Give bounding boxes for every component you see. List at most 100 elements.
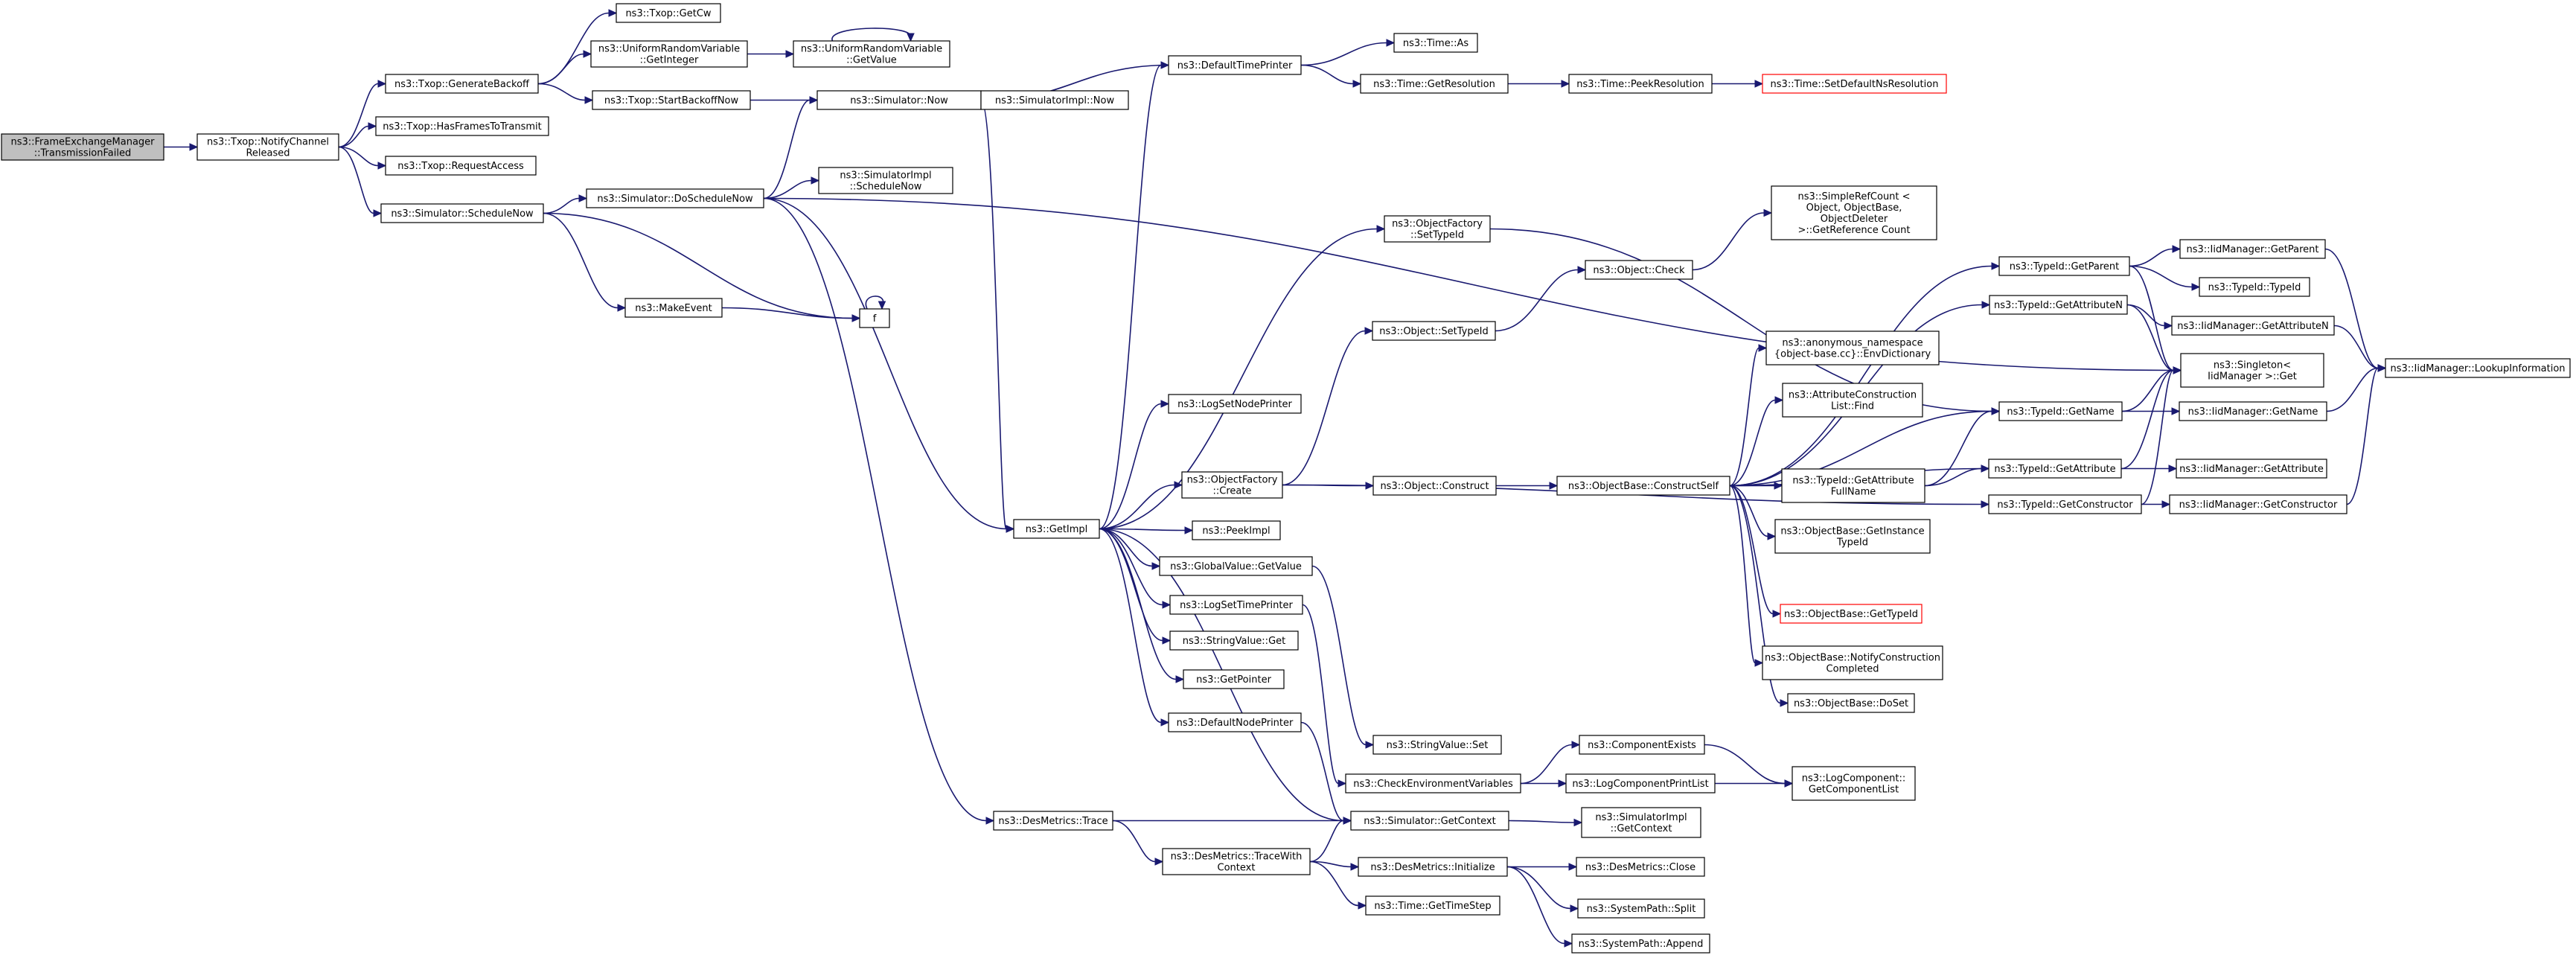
node-makeevent[interactable]: ns3::MakeEvent bbox=[624, 298, 723, 318]
node-tidgetparent[interactable]: ns3::TypeId::GetParent bbox=[1998, 256, 2130, 276]
call-edge-simnow-getimpl bbox=[980, 99, 1007, 530]
node-iidgetparent[interactable]: ns3::IidManager::GetParent bbox=[2179, 239, 2326, 259]
node-box bbox=[859, 308, 890, 328]
node-f[interactable]: f bbox=[859, 308, 890, 328]
node-desmclose[interactable]: ns3::DesMetrics::Close bbox=[1576, 857, 1705, 877]
node-singletonget[interactable]: ns3::Singleton<IidManager >::Get bbox=[2180, 353, 2324, 388]
node-box bbox=[1183, 669, 1285, 689]
arrowhead bbox=[2164, 322, 2173, 330]
node-obdoset[interactable]: ns3::ObjectBase::DoSet bbox=[1787, 693, 1915, 713]
arrowhead bbox=[1767, 532, 1777, 540]
node-gvgetvalue[interactable]: ns3::GlobalValue::GetValue bbox=[1159, 556, 1313, 576]
node-objconstruct[interactable]: ns3::Object::Construct bbox=[1372, 476, 1497, 496]
node-box bbox=[1771, 185, 1937, 240]
node-doschednow[interactable]: ns3::Simulator::DoScheduleNow bbox=[586, 188, 764, 208]
node-root[interactable]: ns3::FrameExchangeManager::TransmissionF… bbox=[1, 133, 164, 161]
node-genbackoff[interactable]: ns3::Txop::GenerateBackoff bbox=[385, 74, 539, 94]
node-defnode[interactable]: ns3::DefaultNodePrinter bbox=[1168, 712, 1302, 732]
arrowhead bbox=[785, 50, 795, 58]
node-box bbox=[1579, 735, 1705, 755]
node-obconstructself[interactable]: ns3::ObjectBase::ConstructSelf bbox=[1556, 476, 1730, 496]
node-timesetdef[interactable]: ns3::Time::SetDefaultNsResolution bbox=[1762, 74, 1947, 94]
node-objsettid[interactable]: ns3::Object::SetTypeId bbox=[1372, 321, 1496, 341]
node-box bbox=[2179, 239, 2326, 259]
node-label: ns3::SimulatorImpl::ScheduleNow bbox=[840, 170, 931, 193]
node-box bbox=[1998, 401, 2123, 421]
node-logsetnode[interactable]: ns3::LogSetNodePrinter bbox=[1168, 394, 1302, 414]
node-desminit[interactable]: ns3::DesMetrics::Initialize bbox=[1358, 857, 1508, 877]
node-box bbox=[2180, 353, 2324, 388]
node-logcompget[interactable]: ns3::LogComponent::GetComponentList bbox=[1792, 766, 1916, 801]
node-timegetres[interactable]: ns3::Time::GetResolution bbox=[1360, 74, 1509, 94]
node-deftime[interactable]: ns3::DefaultTimePrinter bbox=[1168, 55, 1302, 75]
node-iidgetname[interactable]: ns3::IidManager::GetName bbox=[2179, 401, 2327, 421]
node-label: ns3::Simulator::Now bbox=[850, 95, 948, 106]
arrowhead bbox=[907, 33, 915, 42]
node-label: ns3::UniformRandomVariable::GetInteger bbox=[598, 44, 740, 66]
node-box bbox=[380, 203, 544, 223]
arrowhead bbox=[2171, 407, 2181, 415]
node-peekimpl[interactable]: ns3::PeekImpl bbox=[1192, 520, 1281, 540]
node-logcompprint[interactable]: ns3::LogComponentPrintList bbox=[1565, 773, 1716, 793]
node-simplerefcount[interactable]: ns3::SimpleRefCount <Object, ObjectBase,… bbox=[1771, 185, 1937, 240]
call-edge-desmtracewith-simgetctx bbox=[1309, 820, 1344, 863]
node-iidgetattr[interactable]: ns3::IidManager::GetAttribute bbox=[2176, 459, 2327, 479]
node-objcheck[interactable]: ns3::Object::Check bbox=[1585, 260, 1693, 280]
node-getimpl[interactable]: ns3::GetImpl bbox=[1013, 519, 1100, 539]
node-tidgetctor[interactable]: ns3::TypeId::GetConstructor bbox=[1988, 494, 2142, 514]
node-iidgetattrn[interactable]: ns3::IidManager::GetAttributeN bbox=[2171, 316, 2335, 336]
node-tidgetattr[interactable]: ns3::TypeId::GetAttribute bbox=[1988, 459, 2122, 479]
node-iidgetctor[interactable]: ns3::IidManager::GetConstructor bbox=[2169, 494, 2348, 514]
node-box bbox=[818, 167, 953, 194]
node-timestep[interactable]: ns3::Time::GetTimeStep bbox=[1365, 895, 1500, 916]
node-timepeekres[interactable]: ns3::Time::PeekResolution bbox=[1568, 74, 1713, 94]
node-tidtypeid[interactable]: ns3::TypeId::TypeId bbox=[2199, 277, 2310, 297]
node-label-line: ns3::AttributeConstruction bbox=[1789, 390, 1917, 401]
node-anonenv[interactable]: ns3::anonymous_namespace{object-base.cc}… bbox=[1765, 330, 1940, 365]
node-box bbox=[1372, 735, 1502, 755]
node-iidlookup[interactable]: ns3::IidManager::LookupInformation bbox=[2385, 358, 2571, 378]
node-label: ns3::Txop::GenerateBackoff bbox=[394, 79, 530, 90]
node-box bbox=[2169, 494, 2348, 514]
node-tidgetattrn[interactable]: ns3::TypeId::GetAttributeN bbox=[1989, 295, 2128, 315]
node-schednow[interactable]: ns3::Simulator::ScheduleNow bbox=[380, 203, 544, 223]
node-ofcreate[interactable]: ns3::ObjectFactory::Create bbox=[1181, 471, 1283, 499]
node-strvalget[interactable]: ns3::StringValue::Get bbox=[1169, 630, 1299, 651]
node-strvalset[interactable]: ns3::StringValue::Set bbox=[1372, 735, 1502, 755]
node-logsettime[interactable]: ns3::LogSetTimePrinter bbox=[1169, 595, 1303, 615]
node-urvint[interactable]: ns3::UniformRandomVariable::GetInteger bbox=[590, 40, 748, 68]
node-tidgetname[interactable]: ns3::TypeId::GetName bbox=[1998, 401, 2123, 421]
node-implnow[interactable]: ns3::SimulatorImpl::Now bbox=[980, 90, 1129, 110]
node-getcw[interactable]: ns3::Txop::GetCw bbox=[616, 3, 721, 23]
node-implgetctx[interactable]: ns3::SimulatorImpl::GetContext bbox=[1581, 807, 1701, 838]
node-label: ns3::Txop::HasFramesToTransmit bbox=[383, 121, 541, 132]
node-urvval[interactable]: ns3::UniformRandomVariable::GetValue bbox=[793, 40, 950, 68]
node-simgetctx[interactable]: ns3::Simulator::GetContext bbox=[1350, 811, 1509, 831]
node-label: ns3::PeekImpl bbox=[1202, 526, 1270, 537]
node-implschednow[interactable]: ns3::SimulatorImpl::ScheduleNow bbox=[818, 167, 953, 194]
node-label-line: ::Create bbox=[1213, 486, 1252, 497]
node-simnow[interactable]: ns3::Simulator::Now bbox=[816, 90, 982, 110]
call-edge-getimpl-logsetnode bbox=[1099, 403, 1162, 530]
node-getpointer[interactable]: ns3::GetPointer bbox=[1183, 669, 1285, 689]
call-edge-getimpl-defnode bbox=[1099, 528, 1162, 724]
node-hasframes[interactable]: ns3::Txop::HasFramesToTransmit bbox=[375, 116, 549, 136]
node-startbo[interactable]: ns3::Txop::StartBackoffNow bbox=[592, 90, 751, 110]
node-reqaccess[interactable]: ns3::Txop::RequestAccess bbox=[385, 156, 537, 176]
call-edge-tidgetattrn-iidgetattrn bbox=[2126, 304, 2165, 327]
node-obgettid[interactable]: ns3::ObjectBase::GetTypeId bbox=[1780, 604, 1923, 624]
call-edge-desmtrace-desmtracewith bbox=[1112, 820, 1156, 863]
node-checkenv[interactable]: ns3::CheckEnvironmentVariables bbox=[1345, 773, 1521, 793]
node-ofsettid[interactable]: ns3::ObjectFactory::SetTypeId bbox=[1384, 215, 1491, 243]
node-spappend[interactable]: ns3::SystemPath::Append bbox=[1571, 933, 1710, 954]
node-timeas[interactable]: ns3::Time::As bbox=[1393, 33, 1478, 53]
node-spsplit[interactable]: ns3::SystemPath::Split bbox=[1577, 898, 1705, 919]
node-desmtrace[interactable]: ns3::DesMetrics::Trace bbox=[993, 811, 1113, 831]
node-compexists[interactable]: ns3::ComponentExists bbox=[1579, 735, 1705, 755]
